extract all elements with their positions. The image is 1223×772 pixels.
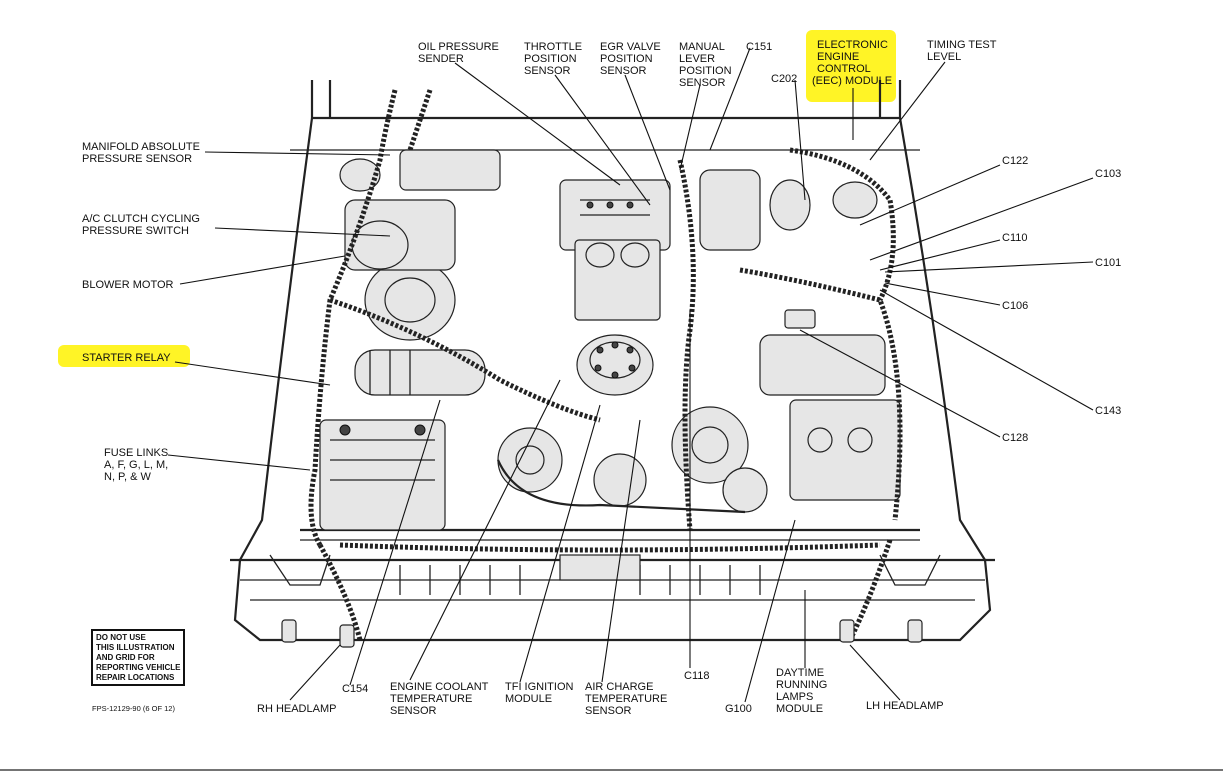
distributor [576, 334, 654, 396]
headlamp-sockets [281, 619, 923, 648]
label-g100: G100 [725, 703, 752, 715]
belt-drive [496, 406, 768, 514]
eec-module-highlight [806, 30, 896, 102]
figure-reference: FPS-12129-90 (6 OF 12) [92, 704, 175, 713]
label-oil-pressure-sender: OIL PRESSURE SENDER [418, 41, 502, 65]
intake-manifold [559, 179, 671, 321]
label-c101: C101 [1095, 257, 1121, 269]
highlight-marks [58, 30, 896, 367]
label-c106: C106 [1002, 300, 1028, 312]
label-daytime-running-lamps-module: DAYTIME RUNNING LAMPS MODULE [776, 667, 830, 715]
label-manual-lever-position-sensor: MANUAL LEVER POSITION SENSOR [679, 41, 735, 89]
label-tfi-ignition-module: TFI IGNITION MODULE [505, 681, 577, 705]
label-c103: C103 [1095, 168, 1121, 180]
right-side-components [699, 169, 901, 501]
label-eec-module: ELECTRONIC ENGINE CONTROL (EEC) MODULE [812, 39, 892, 87]
leader-lines [167, 47, 1094, 703]
label-ac-clutch-cycling-pressure-switch: A/C CLUTCH CYCLING PRESSURE SWITCH [82, 213, 203, 237]
label-fuse-links: FUSE LINKS A, F, G, L, M, N, P, & W [104, 447, 171, 483]
label-blower-motor: BLOWER MOTOR [82, 279, 174, 291]
label-rh-headlamp: RH HEADLAMP [257, 703, 336, 715]
label-starter-relay: STARTER RELAY [82, 352, 171, 364]
label-c154: C154 [342, 683, 368, 695]
label-manifold-absolute-pressure-sensor: MANIFOLD ABSOLUTE PRESSURE SENSOR [82, 141, 203, 165]
blower-area [339, 149, 501, 270]
label-c128: C128 [1002, 432, 1028, 444]
grille-slats [399, 554, 761, 595]
label-c151: C151 [746, 41, 772, 53]
label-c110: C110 [1002, 232, 1027, 244]
label-c202: C202 [771, 73, 797, 85]
label-c143: C143 [1095, 405, 1121, 417]
label-c122: C122 [1002, 155, 1028, 167]
label-engine-coolant-temperature-sensor: ENGINE COOLANT TEMPERATURE SENSOR [390, 681, 491, 717]
repair-notice-box: DO NOT USE THIS ILLUSTRATION AND GRID FO… [91, 629, 185, 686]
label-timing-test-level: TIMING TEST LEVEL [927, 39, 999, 63]
label-air-charge-temperature-sensor: AIR CHARGE TEMPERATURE SENSOR [585, 681, 670, 717]
label-lh-headlamp: LH HEADLAMP [866, 700, 944, 712]
callout-labels: OIL PRESSURE SENDER THROTTLE POSITION SE… [82, 39, 1121, 717]
engine-artwork [230, 80, 995, 648]
notice-text: DO NOT USE THIS ILLUSTRATION AND GRID FO… [96, 633, 183, 682]
label-c118: C118 [684, 670, 709, 682]
label-egr-valve-position-sensor: EGR VALVE POSITION SENSOR [600, 41, 664, 77]
starter-relay-highlight [58, 345, 190, 367]
battery [319, 419, 446, 531]
label-throttle-position-sensor: THROTTLE POSITION SENSOR [524, 41, 585, 77]
